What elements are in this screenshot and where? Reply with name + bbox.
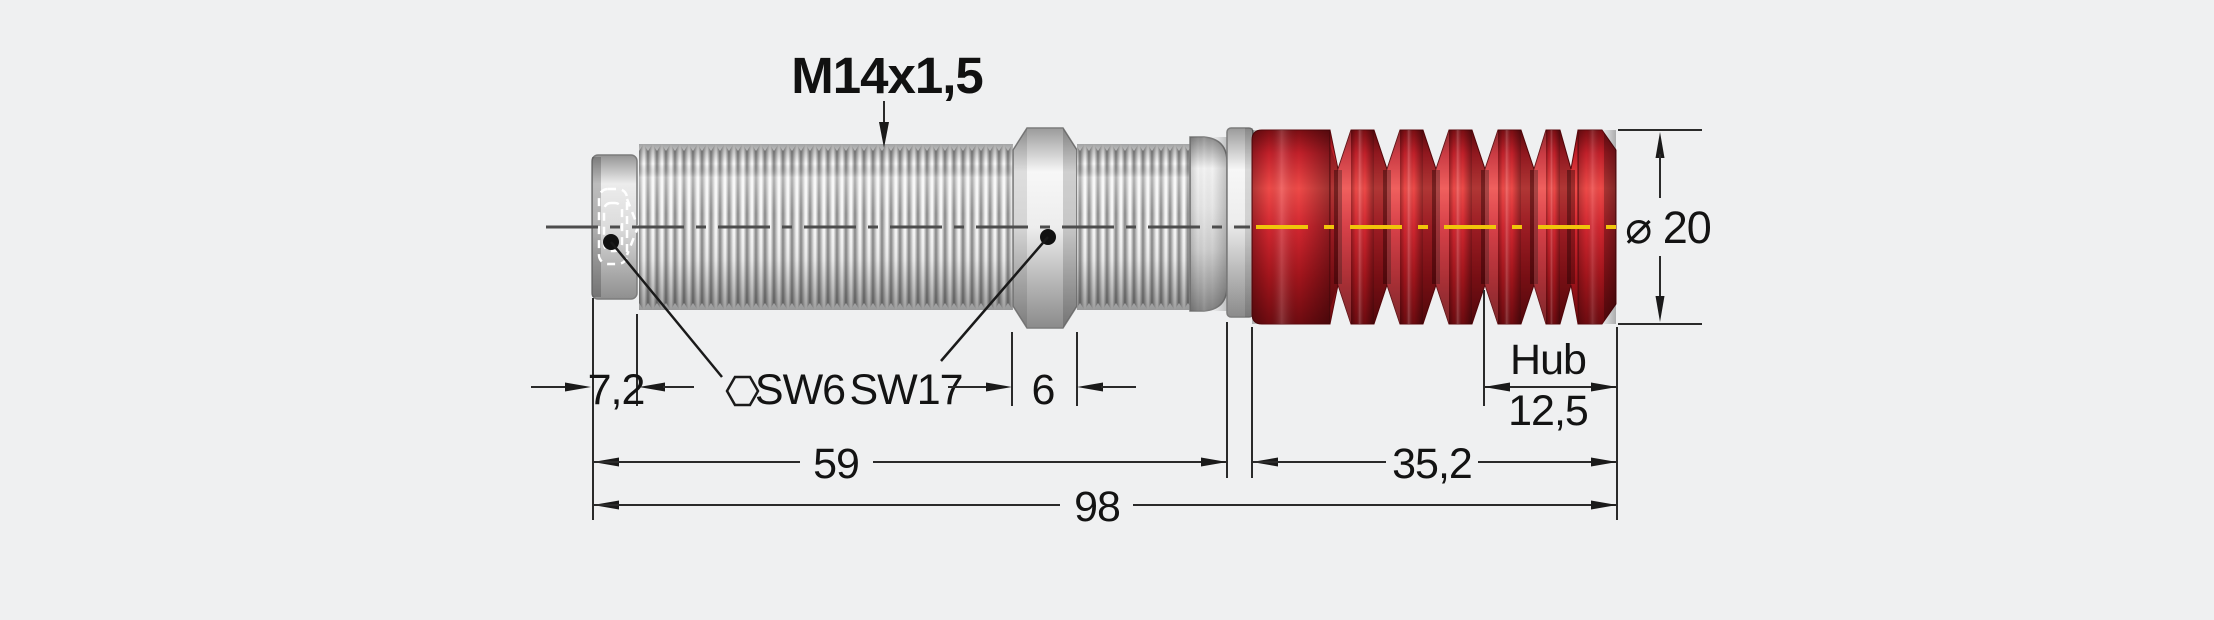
wrench-callout: SW17 (849, 229, 1056, 414)
arrowhead (565, 382, 591, 392)
dim-nut-width-value: 6 (1032, 366, 1055, 414)
cone-light (1436, 130, 1449, 324)
stroke-value: 12,5 (1508, 387, 1588, 435)
valley-waist (1432, 170, 1440, 284)
disc-shade (1498, 130, 1521, 324)
red-bellows (1251, 129, 1617, 325)
dim-rear-length: 35,2 (1252, 440, 1617, 488)
socket-outer-dashed (597, 187, 629, 266)
arrowhead (1077, 382, 1103, 392)
body-neck-shade (1190, 137, 1227, 311)
thread-callout: M14x1,5 (791, 47, 984, 148)
leader-line-wrench (940, 236, 1049, 362)
dim-body-length-value: 59 (813, 440, 859, 488)
dim-rear-length-value: 35,2 (1392, 440, 1472, 488)
arrowhead (1484, 382, 1510, 392)
cone-light (1338, 130, 1351, 324)
valley-waist (1530, 170, 1538, 284)
thread-arrowhead (879, 122, 889, 148)
extension-lines (592, 129, 1702, 520)
socket-callout: SW6 (603, 234, 846, 414)
dim-cap-length: 7,2 (531, 366, 694, 414)
bellows-disc-shading (1351, 130, 1560, 324)
cone-shadow (1423, 130, 1436, 324)
thread-label: M14x1,5 (791, 47, 982, 104)
wrench-size-label: SW17 (849, 366, 962, 414)
stroke-label: Hub (1510, 336, 1586, 384)
arrowhead (986, 382, 1012, 392)
arrowhead (1201, 457, 1227, 467)
arrowhead (639, 382, 665, 392)
dim-stroke: Hub 12,5 (1484, 336, 1617, 435)
disc-shade (1400, 130, 1423, 324)
dim-diameter: ⌀ 20 (1625, 132, 1712, 322)
socket-size-label: SW6 (755, 366, 845, 414)
arrowhead (1591, 500, 1617, 510)
dimension-annotations: M14x1,5 7,2 SW6 SW17 (531, 47, 1712, 531)
dim-cap-length-value: 7,2 (588, 366, 645, 414)
dim-total-length-value: 98 (1074, 483, 1120, 531)
arrowhead (1655, 132, 1665, 158)
hex-socket-icon (725, 375, 760, 407)
valley-waist (1334, 170, 1342, 284)
arrowhead (1591, 382, 1617, 392)
cone-shadow (1521, 130, 1534, 324)
stop-flange-shade (1245, 128, 1253, 317)
leader-line-socket (610, 241, 723, 378)
dim-total-length: 98 (593, 483, 1617, 531)
socket-inner-dashed (602, 201, 624, 253)
dim-body-length: 59 (593, 440, 1227, 488)
dim-nut-width: 6 (948, 366, 1136, 414)
arrowhead (1655, 296, 1665, 322)
dim-diameter-value: ⌀ 20 (1625, 202, 1711, 253)
arrowhead (1591, 457, 1617, 467)
